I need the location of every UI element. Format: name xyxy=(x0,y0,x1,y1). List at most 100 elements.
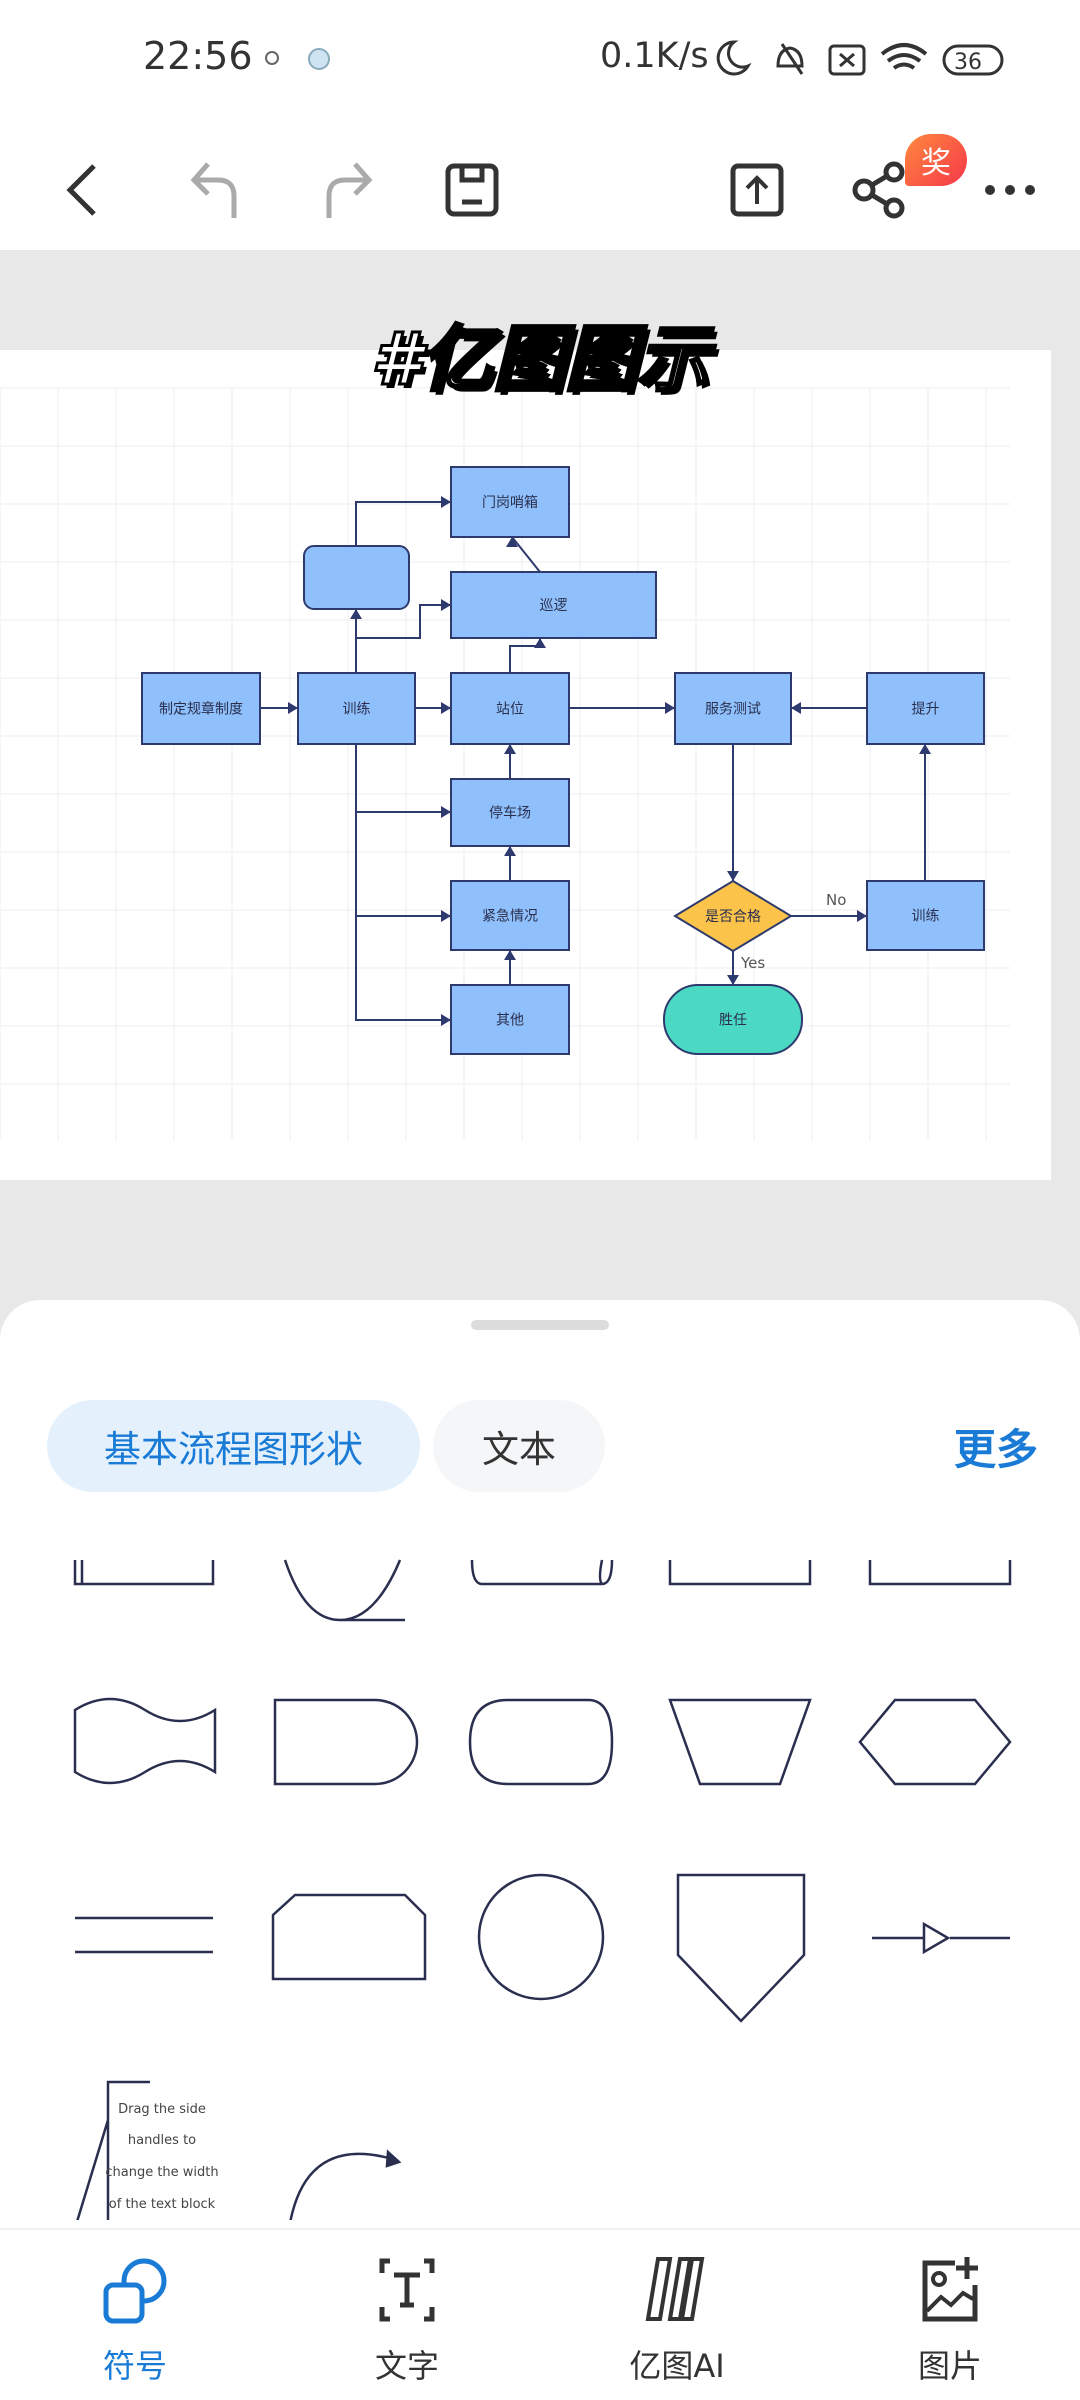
back-icon xyxy=(66,164,96,216)
arrowhead xyxy=(350,609,362,619)
shape-delay[interactable] xyxy=(273,1698,419,1786)
svg-text:36: 36 xyxy=(954,50,982,75)
export-button[interactable] xyxy=(725,158,789,222)
save-button[interactable] xyxy=(440,158,504,222)
node-emergency[interactable] xyxy=(450,880,570,951)
shape-tape[interactable] xyxy=(73,1697,217,1785)
watermark-title: #亿图图示 xyxy=(369,316,710,403)
arrowhead xyxy=(504,846,516,856)
arrowhead xyxy=(504,744,516,754)
node-label: 巡逻 xyxy=(540,598,568,614)
shapes-icon xyxy=(103,2258,167,2324)
node-label: 门岗哨箱 xyxy=(482,495,538,511)
arrowhead xyxy=(534,638,546,648)
shape-document-stack xyxy=(73,1560,215,1586)
svg-text:Drag the side: Drag the side xyxy=(118,2102,206,2117)
reward-badge[interactable]: 奖 xyxy=(905,134,967,186)
tab-text[interactable]: 文本 xyxy=(433,1400,605,1492)
node-parking[interactable] xyxy=(450,778,570,847)
shape-display[interactable] xyxy=(468,1698,614,1786)
notification-icons xyxy=(265,48,330,70)
shape-off-page-connector[interactable] xyxy=(676,1873,806,2023)
node-patrol[interactable] xyxy=(450,571,657,639)
svg-text:of the text block: of the text block xyxy=(109,2197,216,2212)
export-icon xyxy=(730,163,784,217)
tab-basic-flowchart-shapes[interactable]: 基本流程图形状 xyxy=(47,1400,420,1492)
redo-button[interactable] xyxy=(313,158,377,222)
sim-icon xyxy=(828,44,866,76)
node-other[interactable] xyxy=(450,984,570,1055)
arrowhead xyxy=(727,975,739,985)
nav-symbols[interactable]: 符号 xyxy=(35,2255,235,2387)
node-competent[interactable] xyxy=(663,984,803,1055)
shape-row-partial[interactable] xyxy=(73,1559,1012,1622)
shape-open-box-1 xyxy=(668,1560,812,1586)
node-label: 站位 xyxy=(496,702,524,718)
flowchart[interactable]: 门岗哨箱巡逻制定规章制度训练站位服务测试提升停车场紧急情况其他是否合格训练胜任 … xyxy=(0,0,1080,1300)
shape-text-block[interactable]: Drag the side handles to change the widt… xyxy=(76,2080,219,2220)
toolbar xyxy=(0,130,1080,250)
arrowhead xyxy=(857,910,867,922)
node-service-test[interactable] xyxy=(674,672,792,745)
node-label: 制定规章制度 xyxy=(159,701,243,718)
network-speed: 0.1K/s xyxy=(600,36,709,76)
shape-manual-operation[interactable] xyxy=(668,1698,812,1786)
wifi-icon xyxy=(880,43,928,70)
battery-icon xyxy=(942,44,1004,76)
edge-label-yes: Yes xyxy=(740,954,765,972)
back-button[interactable] xyxy=(50,158,114,222)
nav-image[interactable]: 图片 xyxy=(850,2255,1050,2387)
node-post[interactable] xyxy=(450,672,570,745)
arrowhead xyxy=(665,702,675,714)
node-label: 紧急情况 xyxy=(482,909,538,925)
arrowhead xyxy=(727,871,739,881)
node-improve[interactable] xyxy=(866,672,985,745)
undo-button[interactable] xyxy=(186,158,250,222)
shape-loop-limit[interactable] xyxy=(271,1893,427,1981)
shape-parallel-lines[interactable] xyxy=(75,1916,213,1954)
redo-icon xyxy=(326,162,373,218)
node-blank[interactable] xyxy=(303,545,410,610)
mute-icon xyxy=(776,43,804,75)
node-label: 训练 xyxy=(343,702,371,718)
arrowhead xyxy=(441,496,451,508)
arrowhead xyxy=(919,744,931,754)
moon-icon xyxy=(716,40,752,76)
text-icon xyxy=(379,2258,435,2322)
shape-connector-arrow[interactable] xyxy=(872,1921,1010,1955)
nav-ai[interactable]: 亿图AI xyxy=(577,2255,777,2387)
arrowhead xyxy=(441,910,451,922)
node-train[interactable] xyxy=(297,672,416,745)
ai-icon xyxy=(645,2257,705,2321)
node-gate[interactable] xyxy=(450,466,570,538)
edge-label-no: No xyxy=(826,891,846,909)
more-button[interactable] xyxy=(978,158,1042,222)
share-icon xyxy=(852,161,905,219)
arrowhead xyxy=(288,702,298,714)
save-icon xyxy=(445,163,499,217)
bottom-nav-divider xyxy=(0,2228,1080,2230)
status-time: 22:56 xyxy=(143,34,253,78)
node-label: 训练 xyxy=(912,909,940,925)
drag-handle[interactable] xyxy=(471,1320,609,1330)
node-label: 提升 xyxy=(912,702,940,718)
node-label: 停车场 xyxy=(489,805,531,822)
shape-circle[interactable] xyxy=(477,1873,605,2001)
arrowhead xyxy=(441,599,451,611)
node-label: 胜任 xyxy=(719,1013,747,1029)
shape-preparation[interactable] xyxy=(858,1698,1012,1786)
node-train2[interactable] xyxy=(866,880,985,951)
nav-text[interactable]: 文字 xyxy=(307,2255,507,2387)
more-button[interactable]: 更多 xyxy=(953,1425,1038,1474)
node-label: 服务测试 xyxy=(705,702,761,718)
node-rules[interactable] xyxy=(141,672,261,745)
arrowhead xyxy=(441,702,451,714)
svg-text:handles to: handles to xyxy=(128,2133,196,2148)
node-qualified[interactable] xyxy=(673,879,793,953)
shape-curved-arrow[interactable] xyxy=(286,2152,397,2220)
share-button[interactable] xyxy=(848,158,912,222)
shape-tray xyxy=(470,1559,614,1586)
arrowhead xyxy=(506,537,518,547)
arrowhead xyxy=(504,950,516,960)
arrowhead xyxy=(441,1014,451,1026)
